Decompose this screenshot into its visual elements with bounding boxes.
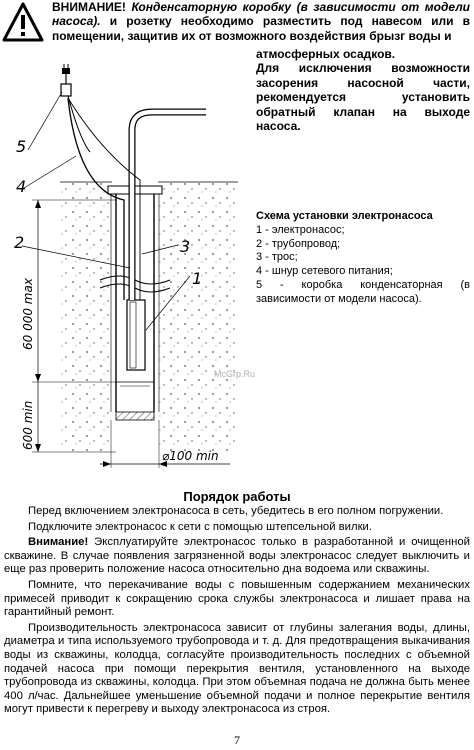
legend-item: 2 - трубопровод; — [256, 237, 341, 250]
attention-text: Эксплуатируйте электронасос только в раз… — [4, 536, 470, 576]
paragraph: Помните, что перекачивание воды с повыше… — [4, 578, 470, 619]
legend-item: 4 - шнур сетевого питания; — [256, 265, 393, 278]
warning-triangle-icon — [2, 2, 44, 42]
warning-italic: Конденсаторную коробку (в зависимости от… — [52, 0, 470, 29]
paragraph-attention: Внимание! Эксплуатируйте электронасос то… — [4, 536, 470, 577]
page-number: 7 — [234, 733, 240, 747]
callout-5: 5 — [16, 137, 26, 156]
watermark: McGrp.Ru — [214, 369, 256, 379]
paragraph: Подключите электронасос к сети с помощью… — [28, 520, 372, 533]
paragraph: Производительность электронасоса зависит… — [4, 621, 470, 716]
callout-4: 4 — [16, 177, 26, 196]
ground-right — [158, 182, 238, 452]
dim-vertical-2: 600 min — [21, 401, 35, 450]
ground-left — [60, 182, 112, 452]
paragraph: Перед включением электронасоса в сеть, у… — [28, 505, 444, 517]
attention-lead: Внимание! — [28, 536, 89, 549]
warning-text: ВНИМАНИЕ! Конденсаторную коробку (в зави… — [52, 0, 470, 43]
legend-item: 1 - электронасос; — [256, 223, 345, 236]
legend: Схема установки электронасоса 1 - электр… — [256, 210, 470, 307]
legend-item: 3 - трос; — [256, 251, 298, 264]
power-cord — [67, 97, 125, 300]
warning-side-rest: Для исключения возможности засорения нас… — [256, 61, 470, 134]
cable-2 — [67, 97, 141, 300]
capacitor-box — [60, 83, 72, 97]
legend-item: 5 - коробка конденсаторная (в зависимост… — [256, 278, 470, 305]
dim-diameter: ⌀100 min — [162, 449, 219, 463]
warning-side-line1: атмосферных осадков. — [256, 47, 396, 61]
callout-2: 2 — [14, 233, 24, 252]
section-body: Перед включением электронасоса в сеть, у… — [4, 505, 470, 719]
well-bottom — [115, 411, 155, 421]
callout-3: 3 — [180, 237, 190, 256]
warning-top-rest: и розетку необходимо разместить под наве… — [52, 14, 470, 43]
section-title: Порядок работы — [183, 489, 291, 504]
dim-vertical-1: 60 000 max — [21, 277, 35, 350]
legend-title: Схема установки электронасоса — [256, 210, 433, 222]
installation-diagram: 5 4 2 3 1 60 000 max 600 min ⌀100 min — [14, 64, 238, 468]
warning-side-text: атмосферных осадков. Для исключения возм… — [256, 47, 470, 133]
callout-1: 1 — [192, 269, 202, 288]
warning-lead: ВНИМАНИЕ! — [52, 0, 126, 14]
